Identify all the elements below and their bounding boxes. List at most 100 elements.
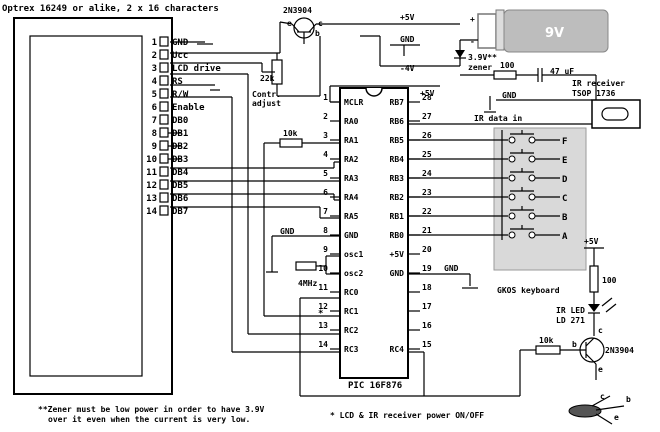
key-label: A <box>562 232 568 242</box>
pic-pin-number: 18 <box>422 283 432 292</box>
pic-pin-number: 9 <box>323 245 328 254</box>
gnd-19: GND <box>408 264 478 289</box>
pic-pin-number: 23 <box>422 188 432 197</box>
lcd-display <box>13 17 173 395</box>
lcd-pin-number: 3 <box>152 64 157 74</box>
pic-pin-label: RB7 <box>390 98 405 107</box>
pic-pin-number: 25 <box>422 150 432 159</box>
minus4v-label: -4V <box>400 64 415 73</box>
lcd-pin-number: 5 <box>152 90 157 100</box>
pic-pin-number: 12 <box>318 302 328 311</box>
key-switch-f: F <box>408 130 567 147</box>
r10k-b-label: 10k <box>539 336 554 345</box>
battery-plus: + <box>470 15 475 24</box>
lcd-pin-5: 5 R/W <box>152 88 189 100</box>
lcd-pin-label: DB5 <box>172 181 188 191</box>
lcd-pin-number: 4 <box>152 77 158 87</box>
pic-pin-label: RB2 <box>390 193 405 202</box>
key-switch-d: D <box>408 168 568 185</box>
pic-pin-label: RA3 <box>344 174 359 183</box>
ir-receiver-label: IR receiver <box>572 78 625 88</box>
plus5v-led-label: +5V <box>584 237 599 246</box>
pic-pin-17: 17 <box>408 302 432 312</box>
pic-left-pins: 1MCLR2RA03RA14RA25RA36RA47RA58GND9osc110… <box>318 93 363 354</box>
pic-pin-number: 10 <box>318 264 328 273</box>
pic-pin-number: 5 <box>323 169 328 178</box>
zener-label: 3.9V** <box>468 53 497 62</box>
pic-pin-label: RC2 <box>344 326 359 335</box>
rc4-link <box>408 351 425 396</box>
ir-e-label: e <box>614 413 619 422</box>
key-label: F <box>562 137 567 147</box>
pic-pin-label: RB4 <box>390 155 405 164</box>
pic-pin-number: 26 <box>422 131 432 140</box>
pic-pin-number: 16 <box>422 321 432 330</box>
t2-c-label: c <box>598 326 603 335</box>
pic-pin-number: 2 <box>323 112 328 121</box>
zener-note-line2: over it even when the current is very lo… <box>48 414 250 424</box>
lcd-pin-number: 7 <box>152 116 157 126</box>
pic-pin-label: RC3 <box>344 345 359 354</box>
lcd-pin-label: R/W <box>172 90 189 100</box>
pic-pin-label: +5V <box>390 250 405 259</box>
pic-pin-label: RC4 <box>390 345 405 354</box>
pic-pin-number: 27 <box>422 112 432 121</box>
gnd-19-label: GND <box>444 264 459 273</box>
lcd-pin-number: 8 <box>152 129 157 139</box>
pic-pin-number: 14 <box>318 340 328 349</box>
pic-pin-9: 9 osc1 <box>323 245 363 259</box>
lcd-pin-number: 6 <box>152 103 157 113</box>
lcd-pin-label: Ucc <box>172 51 188 61</box>
tsop-label: TSOP 1736 <box>572 89 616 98</box>
lcd-pin-number: 9 <box>152 142 157 152</box>
lcd-pin-number: 2 <box>152 51 157 61</box>
pic-pin-label: GND <box>390 269 405 278</box>
pic-pin-number: 4 <box>323 150 328 159</box>
pic-pin-label: RA2 <box>344 155 359 164</box>
gkos-keyboard: GKOS keyboard <box>493 127 587 295</box>
pic-pin-label: RA5 <box>344 212 359 221</box>
pic-pin-number: 22 <box>422 207 432 216</box>
pic-pin-label: MCLR <box>344 98 363 107</box>
power-section: +5V + - 9V 3.9V** zener GND -4V 22k Cont… <box>252 9 609 108</box>
lcd-pin-number: 10 <box>146 155 157 165</box>
pic-plus5v-label: +5V <box>420 89 435 98</box>
star-label: * <box>318 309 323 319</box>
lcd-pin-label: DB0 <box>172 116 188 126</box>
pic-pin-label: osc1 <box>344 250 363 259</box>
pic-pin-number: 1 <box>323 93 328 102</box>
pic-pin-label: RB3 <box>390 174 405 183</box>
lcd-pin-label: DB2 <box>172 142 188 152</box>
pic-name: PIC 16F876 <box>348 381 402 391</box>
pic-pin-number: 7 <box>323 207 328 216</box>
key-label: E <box>562 156 567 166</box>
pic-pin-label: RB0 <box>390 231 405 240</box>
t2-b-label: b <box>572 340 577 349</box>
lcd-pin-number: 1 <box>152 38 157 48</box>
lcd-pin-7: 7 DB0 <box>152 114 188 126</box>
oscillator: GND 4MHz * <box>266 227 340 319</box>
battery-9v: 9V <box>477 9 609 53</box>
key-label: B <box>562 213 568 223</box>
zener-note-line1: **Zener must be low power in order to ha… <box>38 404 265 414</box>
transistor-top-b: b <box>315 29 320 38</box>
pic-pin-number: 11 <box>318 283 328 292</box>
mhz-label: 4MHz <box>298 279 317 288</box>
lcd-pin-label: Enable <box>172 103 205 113</box>
pic-pin-label: RA1 <box>344 136 359 145</box>
